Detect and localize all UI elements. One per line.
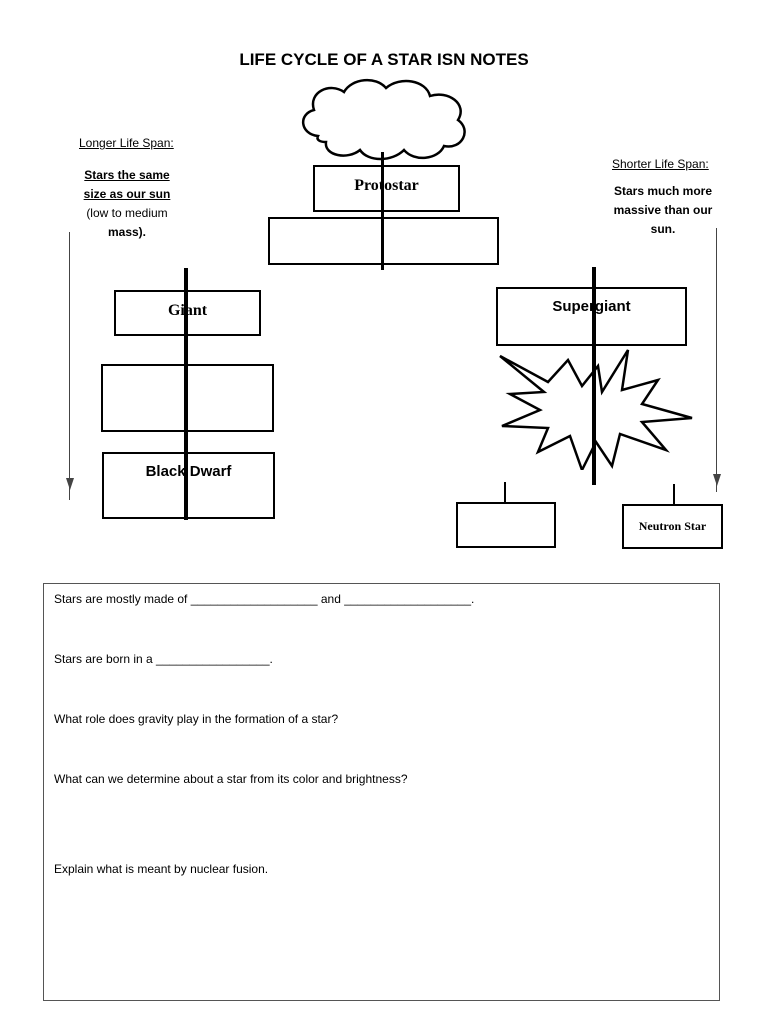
notes-questions-box: Stars are mostly made of _______________… [43,583,720,1001]
right-blank-box[interactable] [456,502,556,548]
left-desc-line-3: (low to medium [86,206,168,220]
right-timeline-arrow-icon [713,474,721,486]
left-timeline-arrow-icon [66,478,74,490]
question-5: Explain what is meant by nuclear fusion. [54,862,269,876]
protostar-label: Protostar [354,177,419,194]
question-4: What can we determine about a star from … [54,772,408,786]
left-timeline-line [69,232,70,500]
left-connector-line [184,268,188,520]
black-dwarf-label: Black Dwarf [145,463,232,480]
question-3: What role does gravity play in the forma… [54,712,339,726]
left-desc-line-4: mass). [107,225,147,239]
longer-life-span-description: Stars the same size as our sun (low to m… [62,166,192,242]
center-connector-line [381,152,384,270]
supergiant-box: Supergiant [496,287,687,346]
question-1: Stars are mostly made of _______________… [54,592,475,606]
right-left-branch-line [504,482,506,506]
left-desc-line-1: Stars the same [84,168,170,182]
shorter-life-span-heading: Shorter Life Span: [612,157,709,171]
neutron-star-box: Neutron Star [622,504,723,549]
right-right-branch-line [673,484,675,504]
neutron-star-label: Neutron Star [638,519,707,533]
right-timeline-line [716,228,717,492]
right-connector-line [592,267,596,485]
right-desc-line-2: massive than our [613,203,713,217]
left-desc-line-2: size as our sun [83,187,171,201]
protostar-box: Protostar [313,165,460,212]
question-2: Stars are born in a _________________. [54,652,273,666]
shorter-life-span-description: Stars much more massive than our sun. [598,182,728,239]
right-desc-line-3: sun. [650,222,676,236]
supergiant-label: Supergiant [498,298,685,315]
longer-life-span-heading: Longer Life Span: [79,136,174,150]
black-dwarf-box: Black Dwarf [102,452,275,519]
page-title: LIFE CYCLE OF A STAR ISN NOTES [239,50,529,69]
right-desc-line-1: Stars much more [613,184,713,198]
nebula-cloud-icon [302,79,466,161]
supernova-explosion-icon [499,349,693,470]
